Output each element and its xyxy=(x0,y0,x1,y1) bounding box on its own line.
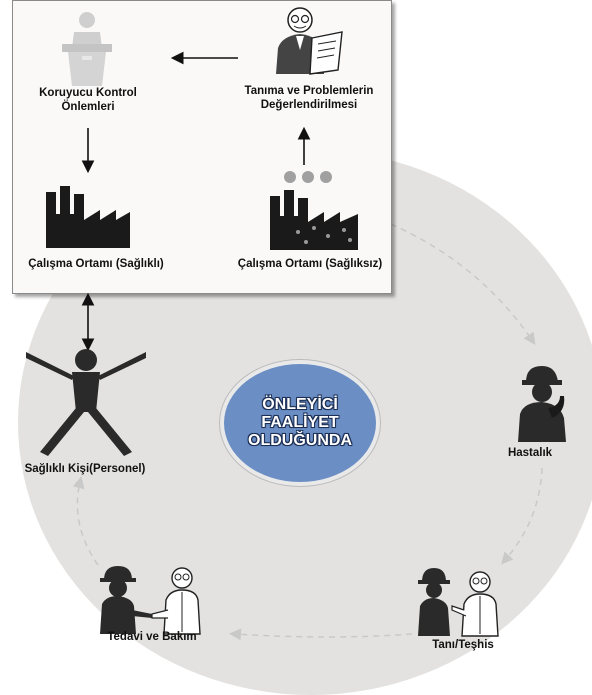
sick-worker-icon xyxy=(518,366,566,442)
reading-person-icon xyxy=(276,7,343,75)
work-env-healthy-label: Çalışma Ortamı (Sağlıklı) xyxy=(28,258,164,270)
preventive-measures-label: Koruyucu Kontrol Önlemleri xyxy=(18,86,158,114)
clean-factory-icon xyxy=(46,186,130,248)
work-env-unhealthy-label: Çalışma Ortamı (Sağlıksız) xyxy=(237,258,383,270)
diagnosis-label: Tanı/Teşhis xyxy=(432,639,494,651)
preventive-label-line2: Önlemleri xyxy=(61,101,115,113)
treatment-label: Tedavi ve Bakım xyxy=(107,631,197,643)
arrow-diagnosis-to-treatment xyxy=(229,628,413,641)
handshake-icon xyxy=(100,566,201,635)
healthy-person-label: Sağlıklı Kişi(Personel) xyxy=(24,463,146,475)
center-title-line1: ÖNLEYİCİ xyxy=(262,396,338,413)
center-title-line2: FAALİYET xyxy=(261,414,339,431)
polluting-factory-icon xyxy=(270,171,358,250)
podium-speaker-icon xyxy=(62,12,112,86)
star-person-icon xyxy=(26,349,146,456)
center-oval: ÖNLEYİCİ FAALİYET OLDUĞUNDA xyxy=(220,360,380,486)
arrow-unhealthy-to-illness xyxy=(359,211,536,345)
recognition-label-line1: Tanıma ve Problemlerin xyxy=(244,85,374,97)
recognition-label-line2: Değerlendirilmesi xyxy=(260,99,358,111)
recognition-label: Tanıma ve Problemlerin Değerlendirilmesi xyxy=(234,84,384,112)
preventive-label-line1: Koruyucu Kontrol xyxy=(39,87,137,99)
arrow-treatment-to-healthy xyxy=(72,476,99,566)
center-title: ÖNLEYİCİ FAALİYET OLDUĞUNDA xyxy=(235,396,365,450)
illness-label: Hastalık xyxy=(507,447,553,459)
center-title-line3: OLDUĞUNDA xyxy=(248,432,352,449)
arrow-illness-to-diagnosis xyxy=(501,467,543,565)
doctor-patient-icon xyxy=(418,568,499,637)
